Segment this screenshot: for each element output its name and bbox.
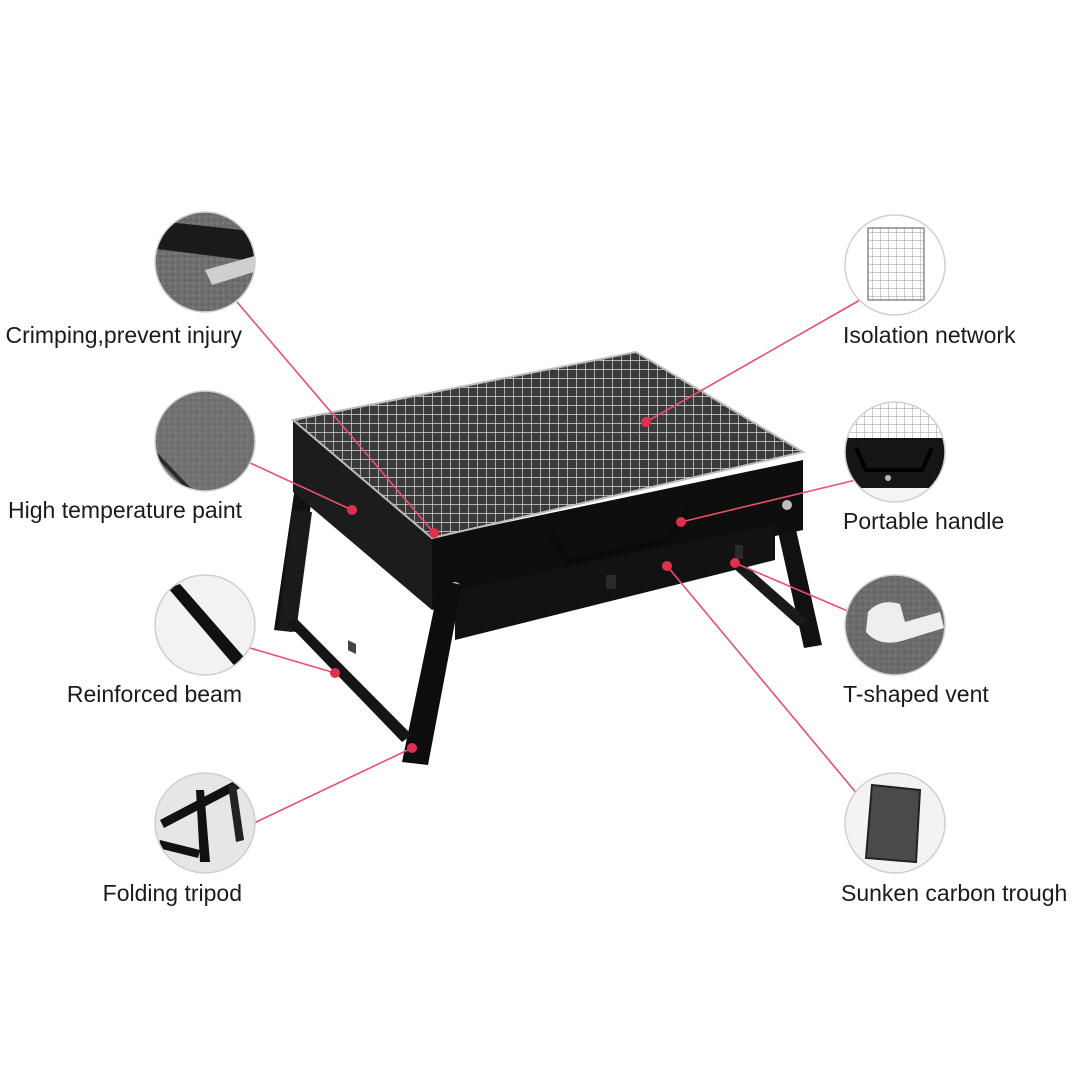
label-folding-tripod: Folding tripod bbox=[102, 880, 242, 906]
callout-dot-paint bbox=[347, 505, 357, 515]
beam-closeup-icon bbox=[154, 574, 256, 676]
left-side-panel bbox=[293, 420, 432, 610]
callout-dots bbox=[330, 417, 740, 753]
front-left-leg bbox=[402, 580, 462, 765]
reinforced-beam bbox=[286, 618, 412, 742]
crimped-edge-closeup-icon bbox=[154, 211, 256, 313]
label-crimping: Crimping,prevent injury bbox=[5, 322, 242, 348]
label-isolation-network: Isolation network bbox=[843, 322, 1016, 348]
callout-dot-crimping bbox=[429, 528, 439, 538]
t-vent-closeup-icon bbox=[844, 574, 946, 676]
callout-dot-handle bbox=[676, 517, 686, 527]
callout-dot-trough bbox=[662, 561, 672, 571]
label-high-temperature-paint: High temperature paint bbox=[8, 497, 242, 523]
label-t-shaped-vent: T-shaped vent bbox=[843, 681, 989, 707]
folding-leg-closeup-icon bbox=[154, 772, 256, 874]
grill-mesh-closeup-icon bbox=[844, 214, 946, 316]
painted-metal-closeup-icon bbox=[154, 390, 256, 492]
grill-mesh bbox=[290, 350, 806, 540]
callout-lines bbox=[236, 299, 861, 824]
callout-dot-vent bbox=[730, 558, 740, 568]
back-right-leg bbox=[772, 503, 822, 648]
label-sunken-carbon-trough: Sunken carbon trough bbox=[841, 880, 1068, 906]
callout-dot-beam bbox=[330, 668, 340, 678]
label-reinforced-beam: Reinforced beam bbox=[66, 681, 242, 707]
front-panel bbox=[432, 460, 803, 610]
callout-dot-network bbox=[641, 417, 651, 427]
grill-illustration bbox=[274, 350, 822, 765]
handle-closeup-icon bbox=[844, 401, 946, 503]
label-portable-handle: Portable handle bbox=[843, 508, 1005, 534]
callout-dot-tripod bbox=[407, 743, 417, 753]
charcoal-tray-closeup-icon bbox=[844, 772, 946, 874]
